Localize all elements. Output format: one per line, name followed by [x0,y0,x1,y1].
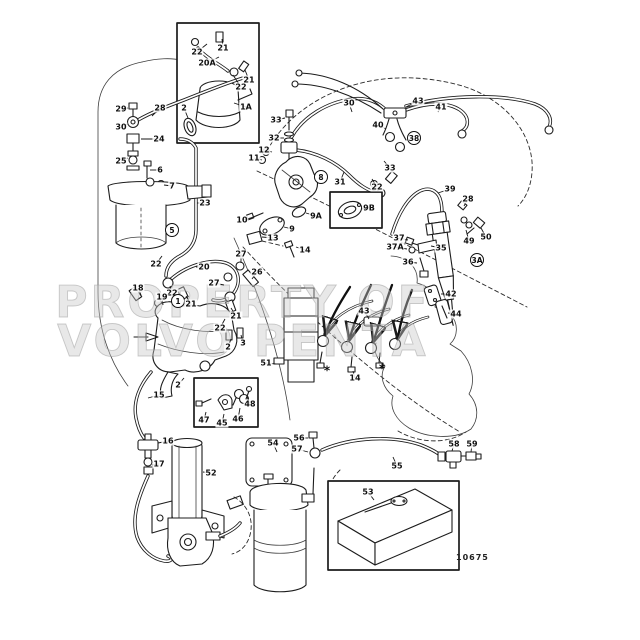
callout-24: 24 [152,134,166,144]
callout-9: 9 [288,224,296,234]
callout-27: 27 [234,249,248,259]
callout-35: 35 [434,243,448,253]
callout-42: 42 [444,289,458,299]
callout-33: 33 [269,115,283,125]
electric-fuel-pump [151,437,242,567]
callout-36: 36 [401,257,415,267]
callout-27: 27 [207,278,221,288]
callout-star: * [323,363,331,378]
callout-23: 23 [198,198,212,208]
callout-2: 2 [174,380,182,390]
cold-start-device [245,152,319,258]
callout-12: 12 [257,145,271,155]
callout-11: 11 [247,153,261,163]
callout-9A: 9A [309,211,323,221]
callout-star: * [378,361,386,376]
callout-21: 21 [229,311,243,321]
callout-56: 56 [292,433,306,443]
callout-51: 51 [259,358,273,368]
figure-number: 10675 [456,553,489,562]
callout-53: 53 [361,487,375,497]
direction-arrows [326,283,414,340]
callout-21: 21 [184,299,198,309]
callout-30: 30 [114,122,128,132]
callout-19: 19 [155,292,169,302]
callout-41: 41 [434,102,448,112]
callout-33: 33 [383,163,397,173]
callout-57: 57 [290,444,304,454]
callout-29: 29 [114,104,128,114]
callout-43: 43 [411,96,425,106]
hose-and-fittings [133,370,174,563]
callout-39: 39 [443,184,457,194]
callout-20: 20 [197,262,211,272]
callout-17: 17 [152,459,166,469]
callout-16: 16 [161,436,175,446]
callout-3A: 3A [470,253,484,267]
callout-18: 18 [131,283,145,293]
callout-7: 7 [168,181,176,191]
callout-21: 21 [216,43,230,53]
callout-38: 38 [407,131,421,145]
callout-13: 13 [266,233,280,243]
callout-22: 22 [234,82,248,92]
callout-30: 30 [342,98,356,108]
callout-50: 50 [479,232,493,242]
callout-10: 10 [235,215,249,225]
callout-28: 28 [153,103,167,113]
callout-14: 14 [348,373,362,383]
callout-22: 22 [165,288,179,298]
callout-20A: 20A [197,58,217,68]
callout-32: 32 [267,133,281,143]
callout-54: 54 [266,438,280,448]
callout-31: 31 [333,177,347,187]
callout-26: 26 [250,267,264,277]
callout-49: 49 [462,236,476,246]
callout-6: 6 [156,165,164,175]
callout-40: 40 [371,120,385,130]
callout-25: 25 [114,156,128,166]
callout-48: 48 [243,399,257,409]
injection-pump-delivery-pipes [283,283,430,383]
callout-22: 22 [149,259,163,269]
callout-55: 55 [390,461,404,471]
callout-1: 1 [171,294,185,308]
fuel-tank-inset [327,480,460,571]
callout-28: 28 [461,194,475,204]
callout-44: 44 [449,309,463,319]
water-separator [226,431,321,593]
callout-47: 47 [197,415,211,425]
callout-2: 2 [224,342,232,352]
callout-37: 37 [392,233,406,243]
callout-22: 22 [213,323,227,333]
callout-22: 22 [190,47,204,57]
callout-59: 59 [465,439,479,449]
callout-43: 43 [357,306,371,316]
callout-2: 2 [180,103,188,113]
callout-58: 58 [447,439,461,449]
fuel-filter [107,76,245,278]
callout-21: 21 [242,75,256,85]
callout-37A: 37A [385,242,405,252]
callout-5: 5 [165,223,179,237]
callout-46: 46 [231,414,245,424]
callout-8: 8 [314,170,328,184]
callout-22: 22 [370,182,384,192]
callout-52: 52 [204,468,218,478]
callout-1A: 1A [239,102,253,112]
injector [390,187,486,326]
callout-45: 45 [215,418,229,428]
callout-14: 14 [298,245,312,255]
callout-3: 3 [239,338,247,348]
callout-15: 15 [152,390,166,400]
callout-9B: 9B [362,203,376,213]
